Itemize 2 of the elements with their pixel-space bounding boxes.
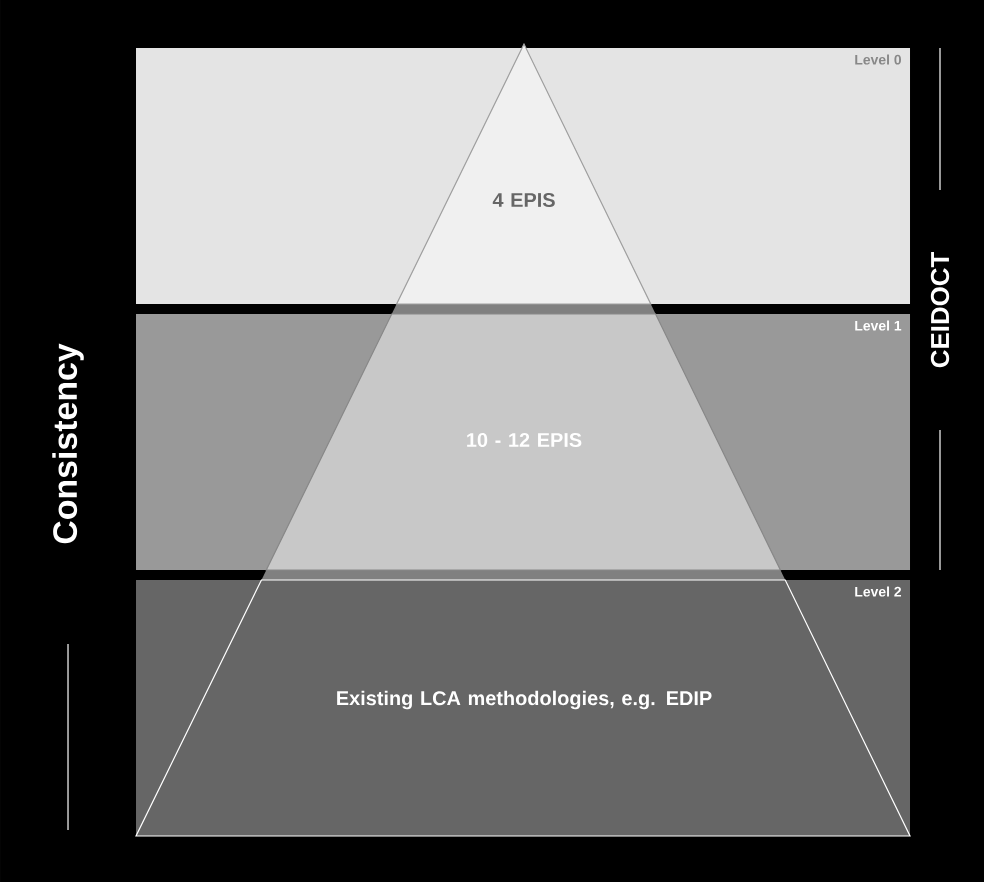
axis-label: Consistency: [52, 343, 84, 544]
axis-label: CEIDOCT: [930, 252, 950, 368]
